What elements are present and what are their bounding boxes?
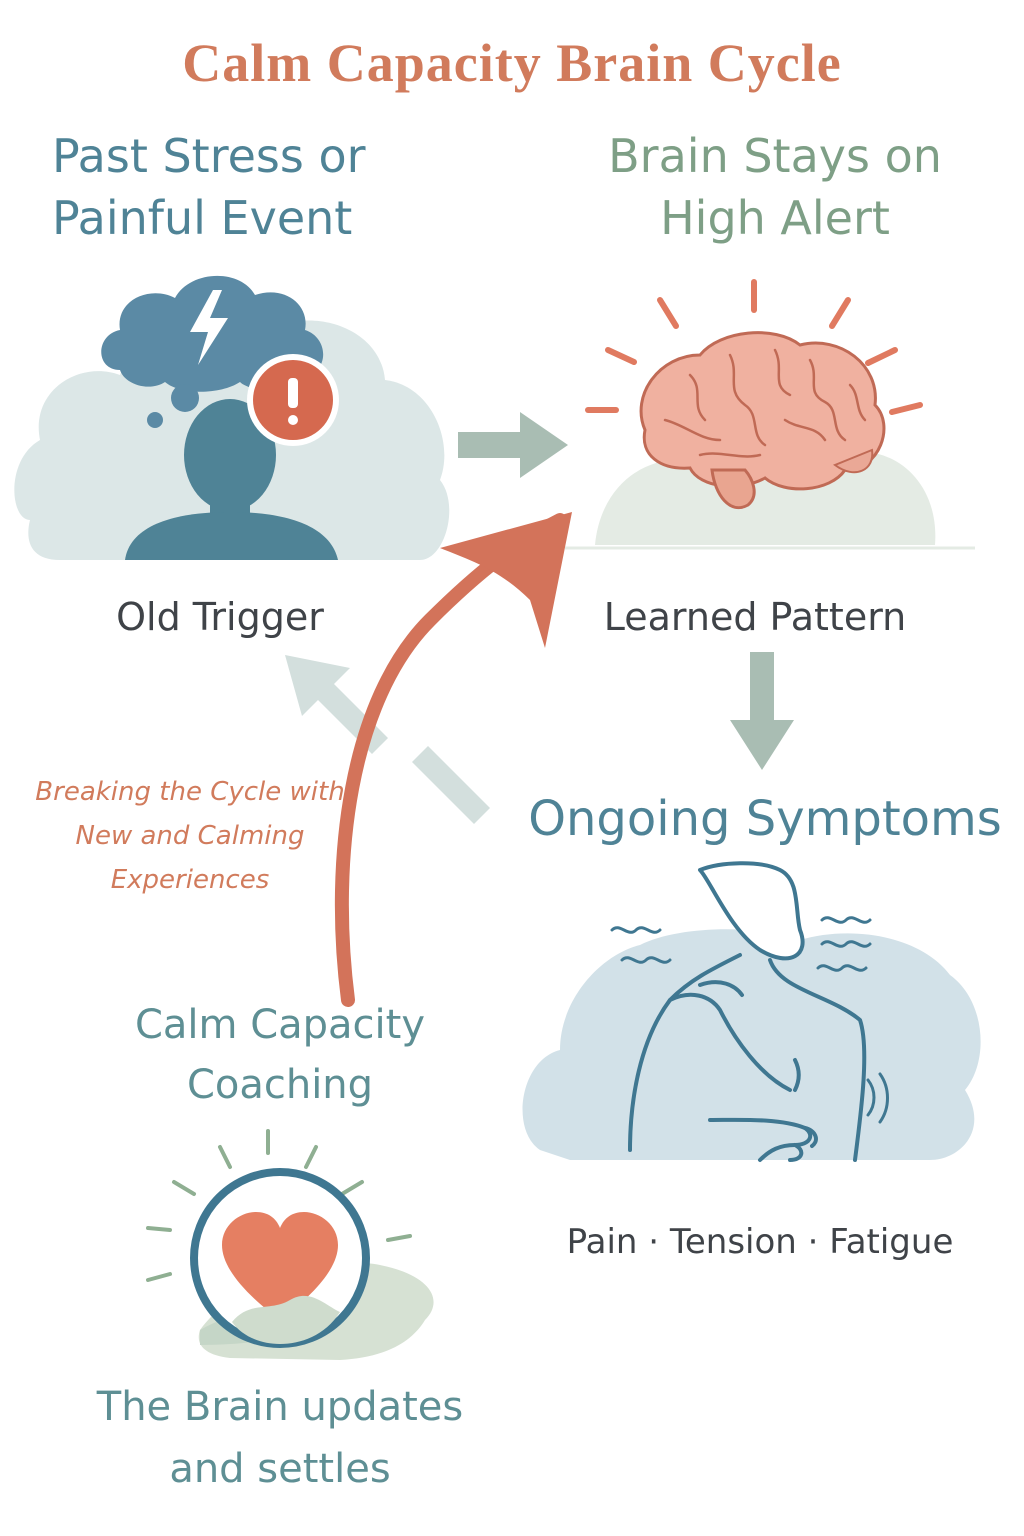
- tension-wave-marks: [610, 916, 889, 1124]
- symptoms-illustration: [522, 861, 981, 1162]
- alert-icon: [247, 354, 339, 446]
- calm-rays: [146, 1129, 412, 1282]
- symptoms-background-cloud: [522, 929, 981, 1160]
- stage-past-stress-heading: Past Stress or Painful Event: [52, 129, 366, 245]
- old-trigger-label: Old Trigger: [116, 595, 324, 639]
- heart-circle-illustration: [146, 1129, 434, 1360]
- diagram-title: Calm Capacity Brain Cycle: [182, 33, 842, 93]
- heart-circle-icon: [190, 1168, 370, 1348]
- person-silhouette-icon: [125, 399, 338, 560]
- calm-coaching-arrow: [334, 512, 572, 1007]
- past-stress-illustration: [14, 275, 450, 560]
- arrow-to-high-alert: [458, 412, 568, 478]
- coaching-label: Calm Capacity Coaching: [134, 1002, 426, 1108]
- breaking-cycle-label: Breaking the Cycle with New and Calming …: [35, 777, 345, 895]
- lightning-icon: [190, 290, 228, 365]
- learned-pattern-label: Learned Pattern: [603, 595, 907, 639]
- symptom-list-label: Pain · Tension · Fatigue: [566, 1222, 954, 1262]
- stage-symptoms-heading: Ongoing Symptoms: [528, 791, 1002, 847]
- arrow-to-symptoms: [730, 652, 794, 770]
- stage-high-alert-heading: Brain Stays on High Alert: [608, 129, 942, 245]
- brain-icon: [639, 331, 886, 509]
- high-alert-illustration: [565, 279, 975, 550]
- brain-updates-label: The Brain updates and settles: [96, 1384, 464, 1492]
- alert-rays: [585, 279, 923, 415]
- person-pain-icon: [628, 861, 867, 1162]
